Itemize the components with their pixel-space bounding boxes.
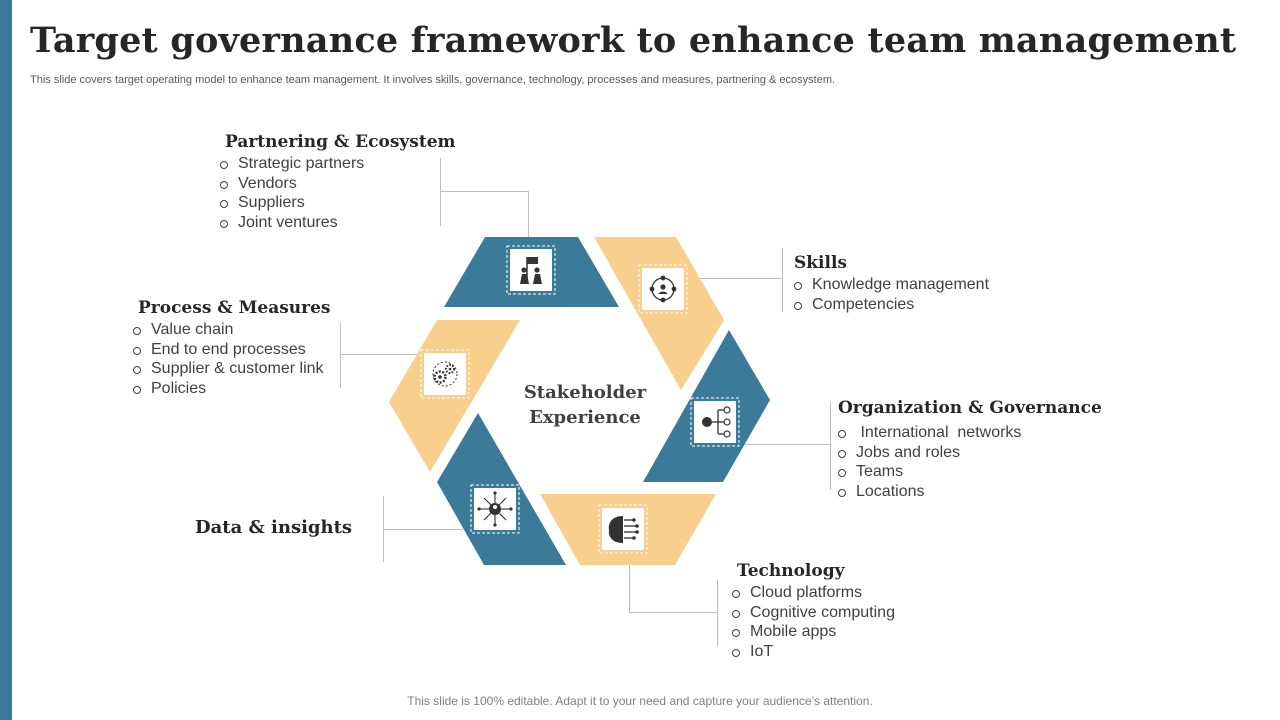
technology-list: Cloud platforms Cognitive computing Mobi… xyxy=(732,583,895,661)
list-item: Suppliers xyxy=(220,193,364,213)
partnering-connector-drop xyxy=(528,191,529,237)
skills-connector-tick xyxy=(782,248,783,312)
hierarchy-icon xyxy=(690,397,740,447)
segment-process xyxy=(389,320,520,472)
list-item: Jobs and roles xyxy=(838,443,1021,463)
partnering-list: Strategic partners Vendors Suppliers Joi… xyxy=(220,154,364,232)
list-item: Strategic partners xyxy=(220,154,364,174)
organization-heading: Organization & Governance xyxy=(838,398,1102,418)
list-item: Mobile apps xyxy=(732,622,895,642)
accent-bar xyxy=(0,0,12,720)
list-item: End to end processes xyxy=(133,340,324,360)
technology-connector xyxy=(629,565,718,613)
list-item: Supplier & customer link xyxy=(133,359,324,379)
organization-connector-tick xyxy=(830,402,831,490)
team-flag-icon xyxy=(506,245,556,295)
skills-heading: Skills xyxy=(794,253,848,273)
brain-circuit-icon xyxy=(598,504,648,554)
center-label-line2: Experience xyxy=(529,407,641,428)
list-item: Competencies xyxy=(794,295,989,315)
data-connector xyxy=(383,529,463,530)
technology-connector-tick xyxy=(717,580,718,646)
process-list: Value chain End to end processes Supplie… xyxy=(133,320,324,398)
partnering-connector-tick xyxy=(440,158,441,226)
center-label-line1: Stakeholder xyxy=(523,382,647,403)
organization-list: International networks Jobs and roles Te… xyxy=(838,423,1021,501)
process-heading: Process & Measures xyxy=(138,298,331,318)
skills-connector xyxy=(700,278,782,279)
list-item: IoT xyxy=(732,642,895,662)
list-item: Knowledge management xyxy=(794,275,989,295)
page-subtitle: This slide covers target operating model… xyxy=(30,74,836,86)
process-connector xyxy=(340,354,420,355)
data-heading: Data & insights xyxy=(195,517,353,538)
list-item: Locations xyxy=(838,482,1021,502)
footer-note: This slide is 100% editable. Adapt it to… xyxy=(407,694,873,708)
process-connector-tick xyxy=(340,322,341,388)
partnering-heading: Partnering & Ecosystem xyxy=(225,132,456,152)
data-connector-tick xyxy=(383,496,384,562)
page-title: Target governance framework to enhance t… xyxy=(30,20,1237,61)
organization-connector xyxy=(745,444,830,445)
gears-icon xyxy=(420,349,470,399)
list-item: Vendors xyxy=(220,174,364,194)
technology-heading: Technology xyxy=(737,561,845,581)
person-network-icon xyxy=(470,484,520,534)
list-item: Teams xyxy=(838,462,1021,482)
network-people-icon xyxy=(638,264,688,314)
list-item: Policies xyxy=(133,379,324,399)
segment-skills xyxy=(594,237,724,390)
list-item: Cognitive computing xyxy=(732,603,895,623)
list-item: Joint ventures xyxy=(220,213,364,233)
list-item: International networks xyxy=(838,423,1021,443)
center-label: Stakeholder Experience xyxy=(485,380,685,430)
skills-list: Knowledge management Competencies xyxy=(794,275,989,314)
list-item: Cloud platforms xyxy=(732,583,895,603)
list-item: Value chain xyxy=(133,320,324,340)
